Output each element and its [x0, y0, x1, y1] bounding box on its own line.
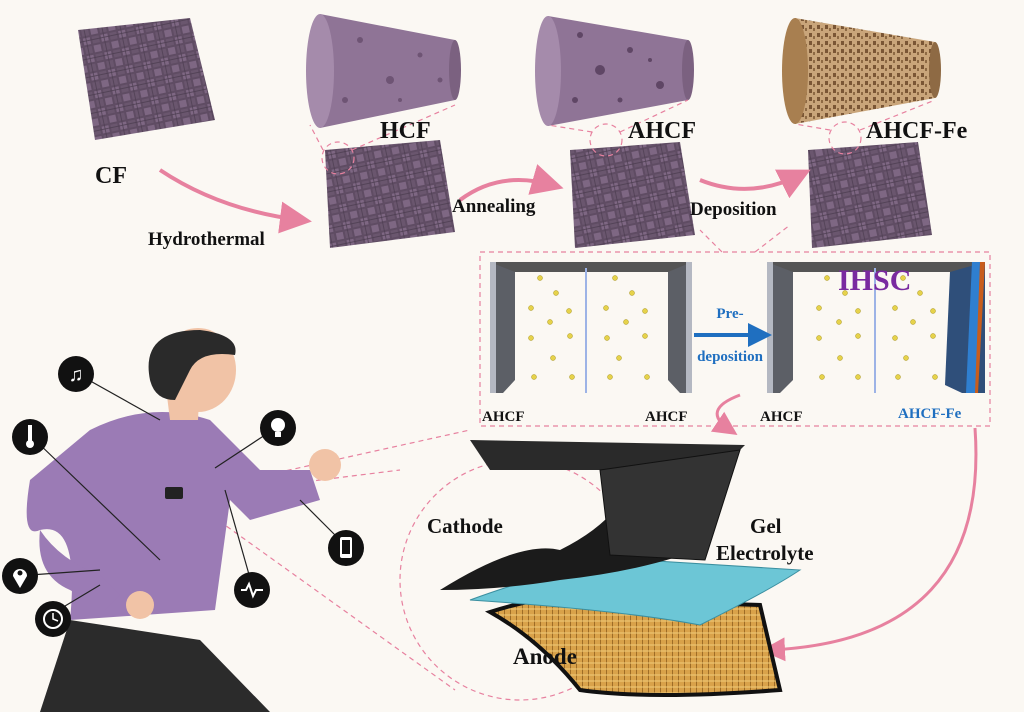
label-anode: Anode — [513, 644, 577, 669]
ahcf-fabric — [570, 142, 695, 248]
pre-label-2: deposition — [697, 349, 764, 365]
ahcf-fiber — [535, 16, 694, 126]
heart-rate-icon — [234, 572, 270, 608]
music-icon: ♫ — [58, 356, 94, 392]
electrode-label-fe: AHCF-Fe — [898, 406, 962, 422]
ihsc-title: IHSC — [838, 264, 911, 297]
ahcf-fe-fabric — [808, 142, 932, 248]
step-hydrothermal: Hydrothermal — [148, 229, 265, 250]
electrode-label: AHCF — [482, 409, 525, 425]
hcf-fabric — [325, 140, 455, 248]
electrode-label: AHCF — [645, 409, 688, 425]
device-before — [490, 262, 692, 393]
device-after — [767, 262, 985, 393]
layered-device — [440, 440, 802, 697]
thermometer-icon — [12, 419, 48, 455]
process-arrows — [158, 164, 978, 662]
clock-icon — [35, 601, 71, 637]
label-cf: CF — [95, 163, 127, 189]
step-deposition: Deposition — [690, 199, 777, 220]
cf-fabric — [78, 18, 215, 140]
ahcf-fe-fiber — [782, 18, 941, 124]
svg-text:♫: ♫ — [69, 364, 84, 386]
label-cathode: Cathode — [427, 514, 503, 538]
label-ahcf: AHCF — [628, 118, 696, 144]
label-electrolyte: Electrolyte — [716, 541, 814, 565]
runner-figure — [26, 328, 341, 712]
step-annealing: Annealing — [452, 196, 536, 217]
bulb-icon — [260, 410, 296, 446]
phone-icon — [328, 530, 364, 566]
electrode-label: AHCF — [760, 409, 803, 425]
hcf-fiber — [306, 14, 461, 128]
label-gel: Gel — [750, 514, 782, 538]
pre-label-1: Pre- — [716, 306, 743, 322]
label-hcf: HCF — [380, 118, 431, 144]
location-icon — [2, 558, 38, 594]
label-ahcf-fe: AHCF-Fe — [866, 118, 968, 144]
ions — [528, 275, 938, 380]
icon-connectors — [29, 377, 341, 613]
